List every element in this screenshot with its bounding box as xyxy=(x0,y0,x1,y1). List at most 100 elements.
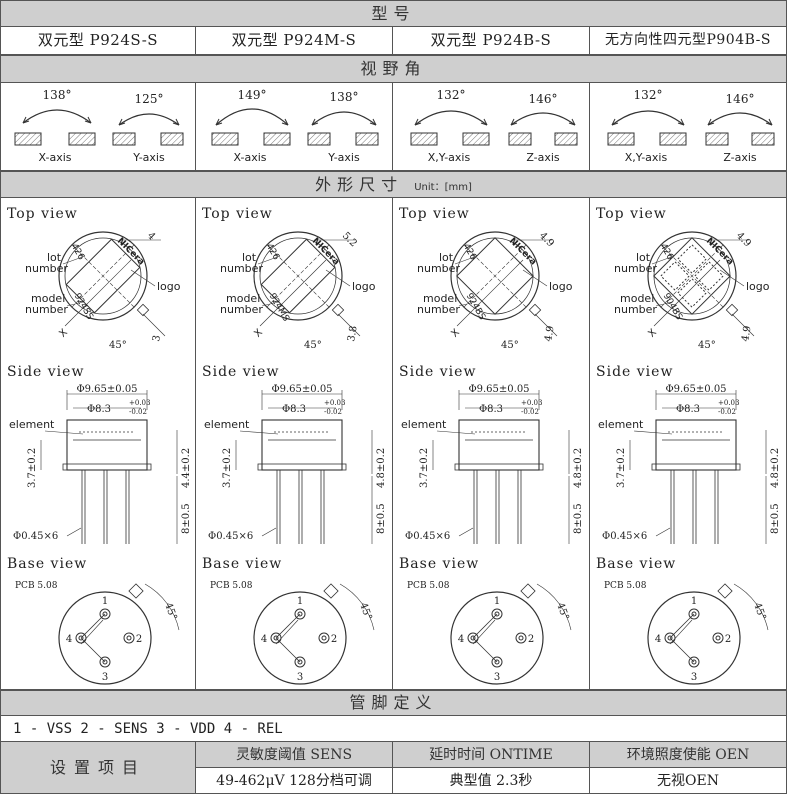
x-axis-label: X xyxy=(646,327,659,340)
angle-45-label: 45° xyxy=(501,340,519,351)
lot-number-label: number xyxy=(220,262,263,275)
angle-45-label: 45° xyxy=(698,340,716,351)
fov-angle-1: 132° xyxy=(634,88,663,102)
pin-diameter: Φ0.45×6 xyxy=(13,531,58,542)
fov-cell: 138° X-axis 125° Y-axis xyxy=(0,83,196,171)
settings-header-sens: 灵敏度阈值 SENS xyxy=(196,742,393,768)
tol-minus: -0.02 xyxy=(129,408,147,416)
lot-number-label: number xyxy=(417,262,460,275)
fov-section-header: 视野角 xyxy=(0,55,787,83)
base-pin2-label: 2 xyxy=(136,634,142,645)
dims-section-header: 外形尺寸 Unit：[mm] xyxy=(0,171,787,198)
base-outline xyxy=(450,591,544,685)
model-row: 双元型 P924S-S 双元型 P924M-S 双元型 P924B-S 无方向性… xyxy=(0,27,787,55)
base-pin4-label: 4 xyxy=(66,634,72,645)
base-pin2-label: 2 xyxy=(331,634,337,645)
fov-angle-2: 146° xyxy=(529,92,558,106)
lot-code: 426 xyxy=(461,242,478,262)
lot-code: 426 xyxy=(264,242,281,262)
side-view-title: Side view xyxy=(7,364,84,380)
window-dim: 4.9 xyxy=(537,230,556,249)
settings-value-ontime: 典型值 2.3秒 xyxy=(393,768,590,794)
element-label: element xyxy=(9,418,55,431)
lot-label: lot xyxy=(636,251,651,264)
pcb-pitch: PCB 5.08 xyxy=(15,581,58,591)
tol-plus: +0.03 xyxy=(324,399,345,407)
height-37-dim: 3.7±0.2 xyxy=(419,448,430,488)
element-label: element xyxy=(401,418,447,431)
base-outline xyxy=(58,591,152,685)
model-section-header: 型号 xyxy=(0,0,787,27)
element-label: element xyxy=(598,418,644,431)
model-label: model xyxy=(423,292,457,305)
height-dim: 4.8±0.2 xyxy=(770,448,781,488)
tol-minus: -0.02 xyxy=(718,408,736,416)
outer-diameter: Φ9.65±0.05 xyxy=(468,384,529,395)
side-view-title: Side view xyxy=(202,364,279,380)
dims-unit: Unit：[mm] xyxy=(414,182,472,193)
base-pin2-label: 2 xyxy=(725,634,731,645)
can-body xyxy=(261,419,343,471)
base-pin4-label: 4 xyxy=(458,634,464,645)
tol-minus: -0.02 xyxy=(521,408,539,416)
pcb-pitch: PCB 5.08 xyxy=(604,581,647,591)
top-view-title: Top view xyxy=(7,206,78,222)
window-dim: 4 xyxy=(145,230,157,242)
x-axis-label: X xyxy=(252,327,265,340)
fov-cell: 132° X,Y-axis 146° Z-axis xyxy=(589,83,787,171)
top-view-title: Top view xyxy=(399,206,470,222)
base-pin1-label: 1 xyxy=(102,596,108,607)
logo-label: logo xyxy=(549,280,573,293)
height-37-dim: 3.7±0.2 xyxy=(222,448,233,488)
fov-angle-1: 132° xyxy=(437,88,466,102)
lot-label: lot xyxy=(439,251,454,264)
fov-axis-1: X,Y-axis xyxy=(428,151,471,164)
lead-length-dim: 8±0.5 xyxy=(376,503,387,534)
base-view-title: Base view xyxy=(596,556,676,572)
fov-axis-2: Y-axis xyxy=(327,151,360,164)
base-outline xyxy=(647,591,741,685)
model-label: model xyxy=(226,292,260,305)
fov-cell: 132° X,Y-axis 146° Z-axis xyxy=(392,83,590,171)
model-number-label: number xyxy=(417,303,460,316)
fov-axis-1: X-axis xyxy=(234,151,267,164)
top-view-title: Top view xyxy=(596,206,667,222)
fov-row: 138° X-axis 125° Y-axis 149° xyxy=(0,83,787,171)
settings-header-oen: 环境照度使能 OEN xyxy=(590,742,787,768)
top-view-title: Top view xyxy=(202,206,273,222)
model-name-cell: 双元型 P924S-S xyxy=(0,27,196,55)
window-dim: 4.9 xyxy=(734,230,753,249)
window-dim: 5.2 xyxy=(340,230,359,249)
pins-section-header: 管脚定义 xyxy=(0,690,787,716)
lot-number-label: number xyxy=(25,262,68,275)
pin-diameter: Φ0.45×6 xyxy=(208,531,253,542)
lead-offset-dim: 3.8 xyxy=(346,325,360,343)
model-number-label: number xyxy=(25,303,68,316)
fov-cell: 149° X-axis 138° Y-axis xyxy=(195,83,393,171)
height-37-dim: 3.7±0.2 xyxy=(27,448,38,488)
base-angle-label: 45° xyxy=(554,601,570,621)
can-outline xyxy=(647,231,737,321)
tol-plus: +0.03 xyxy=(718,399,739,407)
tol-minus: -0.02 xyxy=(324,408,342,416)
lot-number-label: number xyxy=(614,262,657,275)
height-dim: 4.8±0.2 xyxy=(573,448,584,488)
base-angle-label: 45° xyxy=(751,601,767,621)
lot-code: 426 xyxy=(658,242,675,262)
lead-offset-dim: 4.9 xyxy=(740,325,754,343)
x-axis-label: X xyxy=(57,327,70,340)
logo-label: logo xyxy=(352,280,376,293)
base-pin4-label: 4 xyxy=(261,634,267,645)
lead-offset-dim: 4.9 xyxy=(543,325,557,343)
base-pin1-label: 1 xyxy=(494,596,500,607)
x-axis-label: X xyxy=(449,327,462,340)
base-pin1-label: 1 xyxy=(297,596,303,607)
model-label: model xyxy=(620,292,654,305)
model-number-label: number xyxy=(220,303,263,316)
fov-axis-1: X,Y-axis xyxy=(625,151,668,164)
fov-angle-2: 146° xyxy=(726,92,755,106)
height-37-dim: 3.7±0.2 xyxy=(616,448,627,488)
side-view-title: Side view xyxy=(399,364,476,380)
